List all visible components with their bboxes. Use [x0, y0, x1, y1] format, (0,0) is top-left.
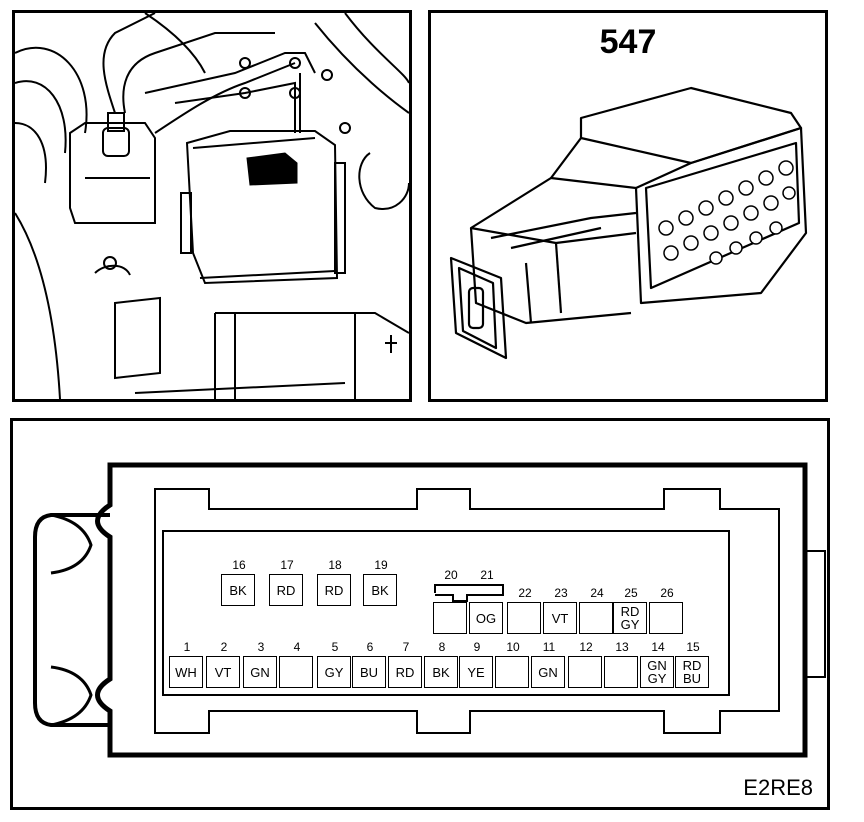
wire-color: GY — [647, 671, 667, 686]
pin-cavity: RD — [388, 656, 422, 688]
wire-color: GY — [620, 617, 640, 632]
pin-cavity: BK — [363, 574, 397, 606]
pin-cavity — [604, 656, 638, 688]
pin-number: 13 — [615, 640, 629, 654]
pin-cavity: OG — [469, 602, 503, 634]
pin-number: 20 — [444, 568, 458, 582]
pinout-diagram: 16 BK 17 RD 18 RD 19 BK 20 21 OG 22 23 V… — [10, 418, 830, 810]
pin-number: 19 — [374, 558, 388, 572]
pin-number: 24 — [590, 586, 604, 600]
wire-color: RD — [276, 582, 296, 598]
pin-cavity — [495, 656, 529, 688]
wire-color: WH — [175, 664, 197, 680]
wire-color: RD — [620, 604, 640, 619]
engine-bay-drawing — [15, 13, 409, 399]
connector-face-outline — [33, 462, 826, 758]
wire-color: GN — [647, 658, 667, 673]
pin-number: 15 — [686, 640, 700, 654]
pin-cavity — [649, 602, 683, 634]
pin-cavity: GN — [531, 656, 565, 688]
wire-color: VT — [214, 664, 232, 680]
pin-number: 16 — [232, 558, 246, 572]
pin-cavity — [579, 602, 613, 634]
wire-color: BU — [682, 671, 702, 686]
pin-number: 23 — [554, 586, 568, 600]
pin-number: 3 — [257, 640, 265, 654]
pin-cavity — [568, 656, 602, 688]
pin-cavity: RD — [269, 574, 303, 606]
wire-color: OG — [475, 610, 497, 626]
pin-number: 5 — [331, 640, 339, 654]
pin-cavity — [507, 602, 541, 634]
pin-number: 25 — [624, 586, 638, 600]
pin-number: 6 — [366, 640, 374, 654]
wire-color: VT — [551, 610, 569, 626]
wire-color: RD — [324, 582, 344, 598]
pin-cavity — [279, 656, 313, 688]
pin-number: 12 — [579, 640, 593, 654]
pin-cavity: YE — [459, 656, 493, 688]
wire-color: GN — [538, 664, 558, 680]
pin-number: 17 — [280, 558, 294, 572]
wire-color: BK — [229, 582, 247, 598]
pin-cavity: BU — [352, 656, 386, 688]
connector-number: 547 — [599, 23, 657, 61]
pin-number: 11 — [542, 640, 556, 654]
wire-color: BK — [432, 664, 450, 680]
wire-color: BU — [359, 664, 379, 680]
figure-code: E2RE8 — [743, 775, 813, 800]
pin-number: 26 — [660, 586, 674, 600]
wire-color: YE — [467, 664, 485, 680]
wire-color: RD — [682, 658, 702, 673]
wire-color: RD — [395, 664, 415, 680]
pin-number: 14 — [651, 640, 665, 654]
pin-number: 1 — [183, 640, 191, 654]
pin-cavity: WH — [169, 656, 203, 688]
engine-bay-illustration — [12, 10, 412, 402]
pin-number: 4 — [293, 640, 301, 654]
pin-cavity: GN — [243, 656, 277, 688]
pin-cavity: RD — [317, 574, 351, 606]
connector-drawing — [449, 86, 808, 360]
pin-number: 7 — [402, 640, 410, 654]
pin-number: 18 — [328, 558, 342, 572]
pin-cavity — [433, 602, 467, 634]
pin-number: 22 — [518, 586, 532, 600]
pin-cavity: VT — [543, 602, 577, 634]
wire-color: GY — [324, 664, 344, 680]
pin-cavity: BK — [221, 574, 255, 606]
pin-cavity: VT — [206, 656, 240, 688]
pin-number: 21 — [480, 568, 494, 582]
pin-number: 9 — [473, 640, 481, 654]
pin-number: 10 — [506, 640, 520, 654]
pin-number: 2 — [220, 640, 228, 654]
wire-color: BK — [371, 582, 389, 598]
wire-color: GN — [250, 664, 270, 680]
pin-cavity: GY — [317, 656, 351, 688]
pin-number: 8 — [438, 640, 446, 654]
connector-illustration: 547 — [428, 10, 828, 402]
pin-cavity: BK — [424, 656, 458, 688]
